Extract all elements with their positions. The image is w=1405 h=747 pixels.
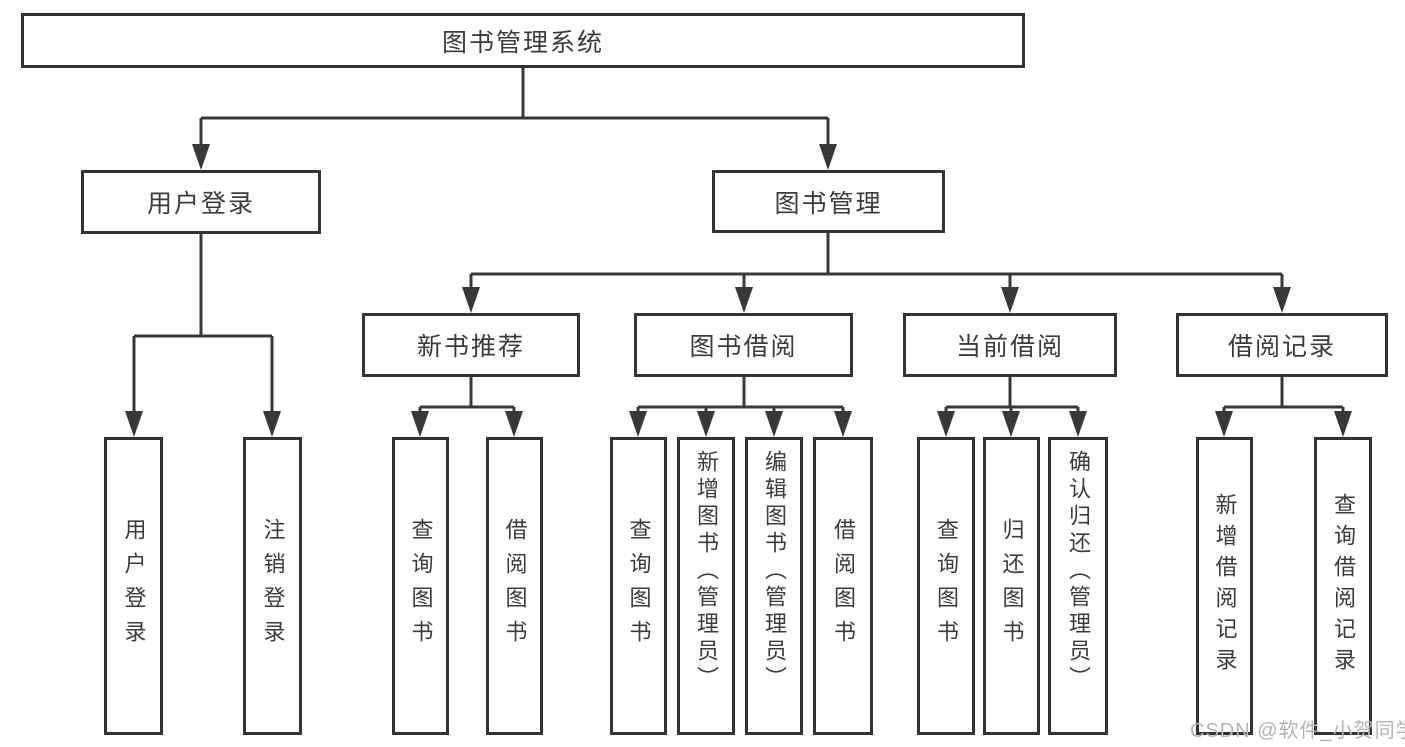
node-borrow-records: 借阅记录	[1176, 313, 1388, 377]
leaf-borrow-books: 借阅图书	[813, 437, 873, 735]
node-label: 借阅记录	[1227, 333, 1336, 361]
node-current-borrow: 当前借阅	[903, 313, 1117, 377]
leaf-return-books: 归还图书	[983, 437, 1040, 735]
node-user-login: 用户登录	[81, 170, 321, 234]
node-label: 查询图书	[408, 518, 434, 654]
leaf-query-books-recommend: 查询图书	[392, 437, 449, 735]
node-new-book-recommend: 新书推荐	[362, 313, 580, 377]
node-label: 图书借阅	[689, 333, 798, 361]
leaf-user-login: 用户登录	[104, 437, 163, 735]
leaf-query-borrow-record: 查询借阅记录	[1314, 437, 1372, 735]
leaf-query-books-borrow: 查询图书	[610, 437, 667, 735]
node-label: 查询借阅记录	[1331, 493, 1356, 679]
leaf-logout: 注销登录	[243, 437, 302, 735]
node-book-borrow: 图书借阅	[634, 313, 853, 377]
leaf-edit-books-admin: 编辑图书（管理员）	[745, 437, 803, 735]
node-label: 借阅图书	[502, 518, 528, 654]
node-label: 用户登录	[146, 190, 255, 218]
leaf-borrow-books-recommend: 借阅图书	[486, 437, 543, 735]
node-label: 确认归还（管理员）	[1066, 450, 1091, 693]
node-label: 借阅图书	[831, 518, 856, 654]
node-book-management: 图书管理	[712, 170, 945, 233]
node-label: 新书推荐	[416, 333, 525, 361]
node-system-root: 图书管理系统	[21, 13, 1025, 68]
leaf-query-books-current: 查询图书	[917, 437, 975, 735]
csdn-watermark: CSDN @软件_小贺同学	[1190, 720, 1405, 742]
node-label: 查询图书	[626, 518, 652, 654]
node-label: 编辑图书（管理员）	[762, 450, 787, 693]
leaf-add-books-admin: 新增图书（管理员）	[677, 437, 735, 735]
node-label: 查询图书	[934, 518, 959, 654]
node-label: 归还图书	[999, 518, 1025, 654]
node-label: 图书管理系统	[441, 28, 604, 57]
node-label: 注销登录	[260, 518, 286, 654]
node-label: 用户登录	[121, 518, 147, 654]
node-label: 图书管理	[774, 189, 883, 218]
node-label: 新增借阅记录	[1212, 493, 1238, 679]
leaf-confirm-return-admin: 确认归还（管理员）	[1048, 437, 1108, 735]
leaf-add-borrow-record: 新增借阅记录	[1196, 437, 1253, 735]
node-label: 新增图书（管理员）	[694, 450, 719, 693]
node-label: 当前借阅	[955, 333, 1064, 361]
arrowheads	[125, 144, 1352, 437]
